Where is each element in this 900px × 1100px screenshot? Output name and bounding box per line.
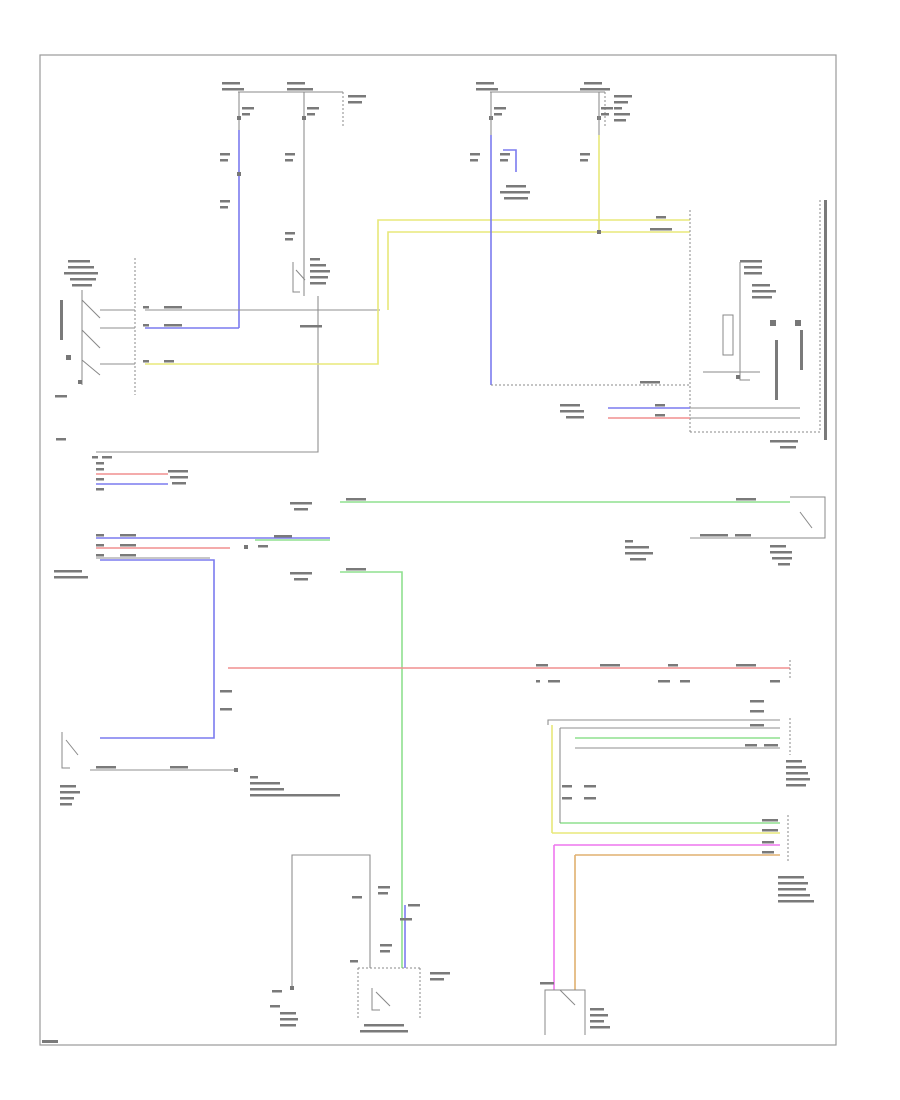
sensor-right-mid <box>547 660 810 787</box>
seat-switch-lower-left <box>60 732 340 806</box>
wire-yellow-upper <box>387 231 690 310</box>
buckle-switch <box>292 258 330 293</box>
connector-left-mid <box>56 438 188 491</box>
connector-left-body <box>54 534 330 579</box>
fuse-group-left <box>222 82 366 130</box>
buckle-switch-right <box>770 496 826 566</box>
module-right <box>689 200 827 449</box>
wire-blue-left-lower <box>100 559 215 739</box>
fuse-group-right <box>476 82 632 135</box>
wire-yellow-lower <box>145 219 690 365</box>
seat-sensor-left <box>55 258 136 398</box>
diagram-frame <box>39 54 837 1046</box>
sensor-bottom-right <box>540 982 610 1035</box>
wire-green-vertical <box>340 571 403 968</box>
footer-mark <box>42 1040 58 1043</box>
switch-bottom-middle <box>270 854 450 1033</box>
